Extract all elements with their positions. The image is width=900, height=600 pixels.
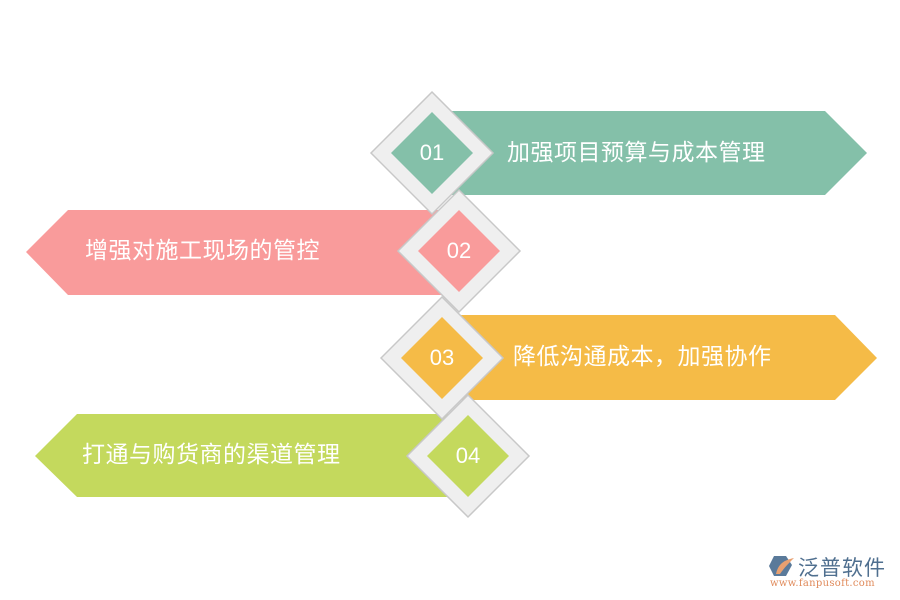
- step-number: 02: [446, 238, 472, 263]
- number-diamond-3: 03: [377, 293, 507, 423]
- banner-arrow-shape: [430, 111, 867, 195]
- banner-label: 降低沟通成本，加强协作: [513, 344, 772, 370]
- step-number: 01: [419, 140, 445, 165]
- logo-url: www.fanpusoft.com: [770, 578, 875, 589]
- banner-item-1: 加强项目预算与成本管理: [430, 111, 870, 196]
- banner-label: 打通与购货商的渠道管理: [82, 442, 341, 468]
- banner-item-4: 打通与购货商的渠道管理: [35, 414, 475, 498]
- diamond-shape: [396, 188, 522, 314]
- banner-item-2: 增强对施工现场的管控: [26, 210, 466, 296]
- banner-arrow-shape: [26, 210, 466, 295]
- diamond-shape: [405, 393, 531, 519]
- diamond-shape: [379, 295, 505, 421]
- banner-arrow-shape: [35, 414, 475, 497]
- brand-logo: 泛普软件 www.fanpusoft.com: [768, 552, 893, 592]
- number-diamond-2: 02: [394, 186, 524, 316]
- diamond-shape: [369, 90, 495, 216]
- banner-item-3: 降低沟通成本，加强协作: [440, 315, 880, 401]
- logo-name: 泛普软件: [798, 556, 886, 580]
- number-diamond-4: 04: [403, 391, 533, 521]
- banner-label: 增强对施工现场的管控: [85, 238, 320, 264]
- banner-arrow-shape: [440, 315, 877, 400]
- number-diamond-1: 01: [367, 88, 497, 218]
- step-number: 04: [455, 443, 481, 468]
- step-number: 03: [429, 345, 455, 370]
- banner-label: 加强项目预算与成本管理: [507, 140, 766, 166]
- logo-icon: [769, 556, 794, 576]
